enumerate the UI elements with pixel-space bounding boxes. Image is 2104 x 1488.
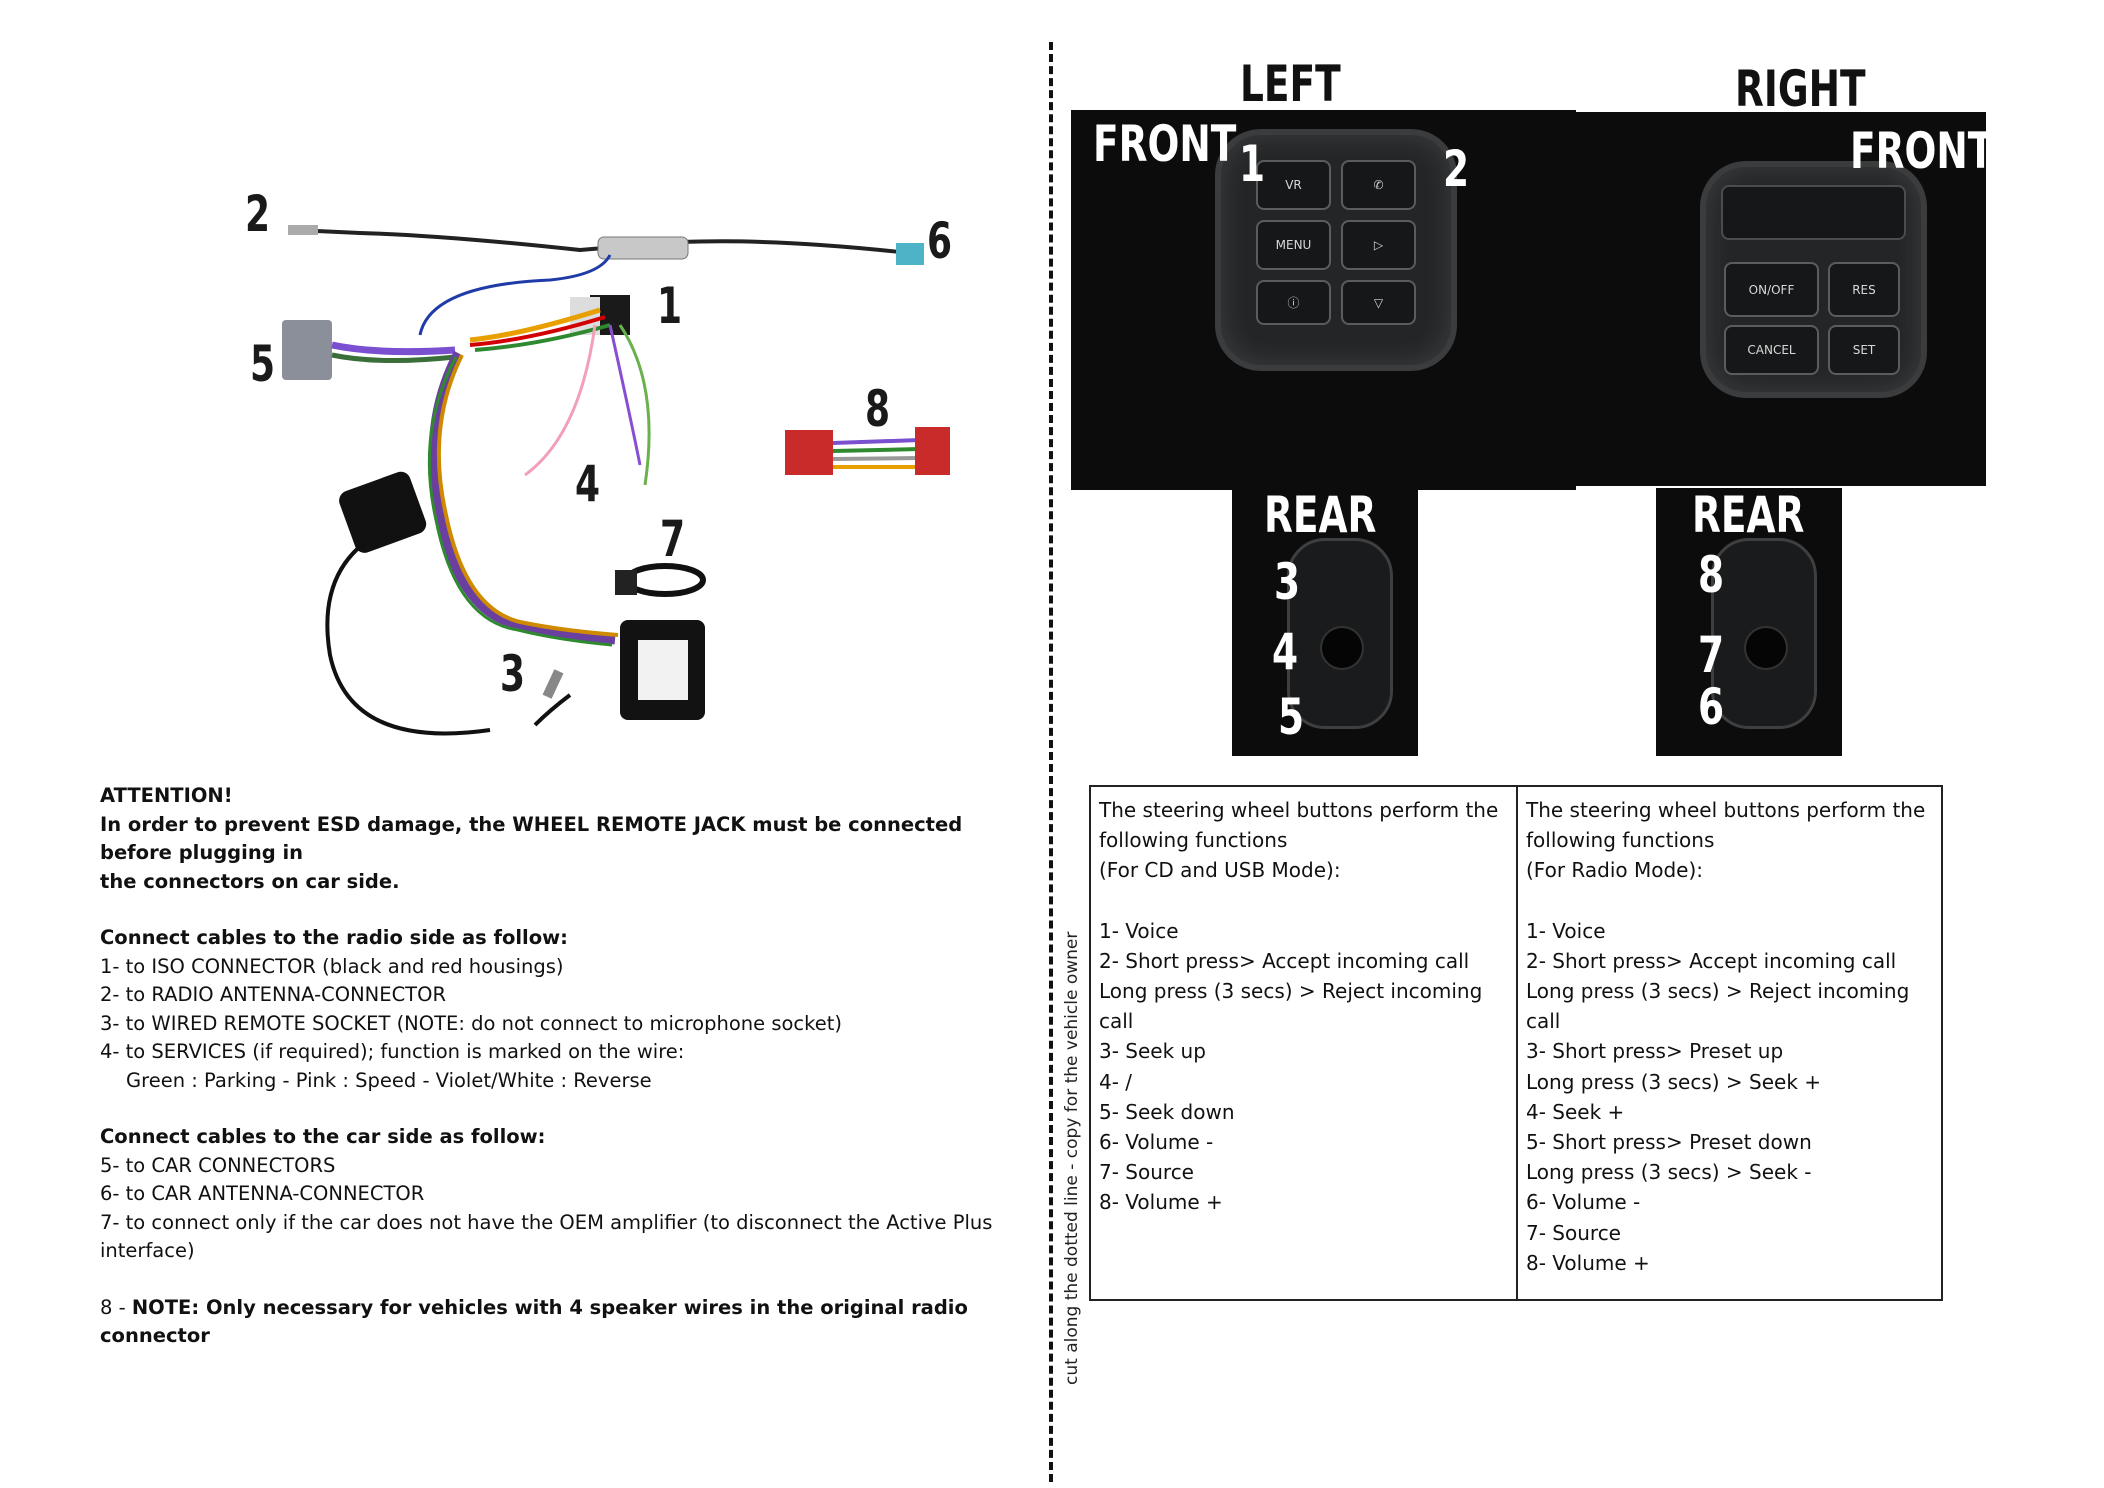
cd-usb-function: 8- Volume + bbox=[1099, 1190, 1223, 1215]
radio-function: 2- Short press> Accept incoming call bbox=[1526, 948, 1897, 973]
left-rear-number-3: 3 bbox=[1274, 553, 1301, 611]
radio-function: 4- Seek + bbox=[1526, 1099, 1625, 1124]
radio-intro: (For Radio Mode): bbox=[1526, 858, 1704, 883]
cd-usb-function: 7- Source bbox=[1099, 1160, 1194, 1185]
services-wire-colors: Green : Parking - Pink : Speed - Violet/… bbox=[126, 1068, 652, 1092]
left-front-number-1: 1 bbox=[1239, 135, 1266, 193]
left-rear-rocker bbox=[1287, 538, 1393, 729]
radio-function: Long press (3 secs) > Seek + bbox=[1526, 1069, 1822, 1094]
harness-label-5: 5 bbox=[250, 335, 276, 393]
right-control-pad: ON/OFF RES CANCEL SET bbox=[1706, 167, 1921, 392]
harness-label-4: 4 bbox=[575, 455, 601, 513]
harness-drawing bbox=[282, 225, 950, 736]
attention-heading: ATTENTION! bbox=[100, 784, 233, 807]
cruise-cancel-button: CANCEL bbox=[1724, 325, 1819, 375]
cd-usb-function: 1- Voice bbox=[1099, 918, 1179, 943]
harness-picture: 2 6 1 5 8 4 7 3 bbox=[220, 185, 1020, 775]
cd-usb-function: 2- Short press> Accept incoming call bbox=[1099, 948, 1470, 973]
cd-usb-intro: following functions bbox=[1099, 828, 1288, 853]
radio-intro: The steering wheel buttons perform the bbox=[1526, 798, 1926, 822]
speaker-note: 8 - NOTE: Only necessary for vehicles wi… bbox=[100, 1294, 1040, 1351]
voice-button: VR bbox=[1256, 160, 1331, 210]
right-rear-number-7: 7 bbox=[1698, 626, 1725, 684]
cut-instruction: cut along the dotted line - copy for the… bbox=[1062, 931, 1082, 1385]
left-rear-photo: REAR 3 4 5 bbox=[1232, 488, 1418, 756]
cruise-resume-button: RES bbox=[1828, 262, 1900, 317]
button-function-table: The steering wheel buttons perform the f… bbox=[1089, 785, 1943, 1301]
cruise-on-off-button: ON/OFF bbox=[1724, 262, 1819, 317]
right-header: RIGHT bbox=[1735, 60, 1866, 118]
left-control-pad: VR ✆ MENU ▷ ⓘ ▽ bbox=[1221, 135, 1451, 365]
speaker-note-text: NOTE: Only necessary for vehicles with 4… bbox=[100, 1295, 968, 1348]
seek-down-button: ▽ bbox=[1341, 280, 1416, 325]
cd-usb-mode-column: The steering wheel buttons perform the f… bbox=[1091, 787, 1516, 1299]
cd-usb-function: 4- / bbox=[1099, 1069, 1133, 1094]
radio-function: 7- Source bbox=[1526, 1220, 1621, 1245]
radio-function: Long press (3 secs) > Seek - bbox=[1526, 1160, 1812, 1185]
radio-side-heading: Connect cables to the radio side as foll… bbox=[100, 926, 568, 949]
radio-side-item: 1- to ISO CONNECTOR (black and red housi… bbox=[100, 954, 564, 978]
radio-mode-column: The steering wheel buttons perform the f… bbox=[1516, 787, 1941, 1299]
info-button: ⓘ bbox=[1256, 280, 1331, 325]
cd-usb-function: 6- Volume - bbox=[1099, 1130, 1214, 1155]
right-rear-number-8: 8 bbox=[1698, 546, 1725, 604]
left-front-photo: VR ✆ MENU ▷ ⓘ ▽ FRONT 1 2 bbox=[1071, 110, 1576, 490]
left-rear-number-4: 4 bbox=[1272, 623, 1299, 681]
cruise-set-button: SET bbox=[1828, 325, 1900, 375]
cd-usb-intro: The steering wheel buttons perform the bbox=[1099, 798, 1499, 822]
radio-function: Long press (3 secs) > Reject incoming ca… bbox=[1526, 979, 1910, 1034]
esd-warning-line-1: In order to prevent ESD damage, the WHEE… bbox=[100, 812, 963, 865]
harness-label-6: 6 bbox=[927, 212, 953, 270]
blank-top-button bbox=[1721, 185, 1906, 240]
cd-usb-function: 3- Seek up bbox=[1099, 1039, 1206, 1064]
menu-button: MENU bbox=[1256, 220, 1331, 270]
radio-function: 5- Short press> Preset down bbox=[1526, 1130, 1812, 1155]
right-front-label: FRONT bbox=[1850, 122, 1986, 180]
left-rear-center-button bbox=[1322, 628, 1362, 668]
seek-up-button: ▷ bbox=[1341, 220, 1416, 270]
left-rear-label: REAR bbox=[1264, 488, 1377, 544]
cd-usb-function: Long press (3 secs) > Reject incoming ca… bbox=[1099, 979, 1483, 1034]
right-rear-center-button bbox=[1746, 628, 1786, 668]
right-rear-photo: REAR 8 7 6 bbox=[1656, 488, 1842, 756]
harness-label-8: 8 bbox=[865, 380, 891, 438]
car-side-item: 6- to CAR ANTENNA-CONNECTOR bbox=[100, 1182, 425, 1205]
left-header: LEFT bbox=[1240, 55, 1341, 113]
phone-button: ✆ bbox=[1341, 160, 1416, 210]
radio-function: 3- Short press> Preset up bbox=[1526, 1039, 1784, 1064]
car-side-item: 5- to CAR CONNECTORS bbox=[100, 1153, 336, 1177]
esd-warning-line-2: the connectors on car side. bbox=[100, 869, 400, 893]
left-front-label: FRONT bbox=[1093, 115, 1237, 173]
harness-label-3: 3 bbox=[500, 645, 526, 703]
radio-side-item: 4- to SERVICES (if required); function i… bbox=[100, 1040, 685, 1063]
harness-label-7: 7 bbox=[660, 510, 686, 568]
harness-label-1: 1 bbox=[657, 277, 683, 335]
harness-label-2: 2 bbox=[245, 185, 271, 243]
cd-usb-intro: (For CD and USB Mode): bbox=[1099, 858, 1341, 883]
radio-side-item: 3- to WIRED REMOTE SOCKET (NOTE: do not … bbox=[100, 1011, 842, 1035]
right-front-photo: ON/OFF RES CANCEL SET FRONT bbox=[1576, 112, 1986, 486]
left-front-number-2: 2 bbox=[1443, 140, 1470, 198]
right-rear-label: REAR bbox=[1692, 488, 1805, 544]
cd-usb-function: 5- Seek down bbox=[1099, 1099, 1235, 1124]
cut-line bbox=[1049, 42, 1053, 1482]
radio-intro: following functions bbox=[1526, 828, 1715, 853]
radio-function: 6- Volume - bbox=[1526, 1190, 1641, 1215]
installation-instructions: ATTENTION! In order to prevent ESD damag… bbox=[100, 782, 1040, 1351]
speaker-note-prefix: 8 - bbox=[100, 1295, 132, 1319]
radio-function: 8- Volume + bbox=[1526, 1250, 1650, 1275]
radio-function: 1- Voice bbox=[1526, 918, 1606, 943]
right-rear-number-6: 6 bbox=[1698, 678, 1725, 736]
car-side-heading: Connect cables to the car side as follow… bbox=[100, 1125, 546, 1148]
radio-side-item: 2- to RADIO ANTENNA-CONNECTOR bbox=[100, 983, 446, 1006]
left-rear-number-5: 5 bbox=[1278, 688, 1305, 746]
car-side-item: 7- to connect only if the car does not h… bbox=[100, 1210, 993, 1263]
